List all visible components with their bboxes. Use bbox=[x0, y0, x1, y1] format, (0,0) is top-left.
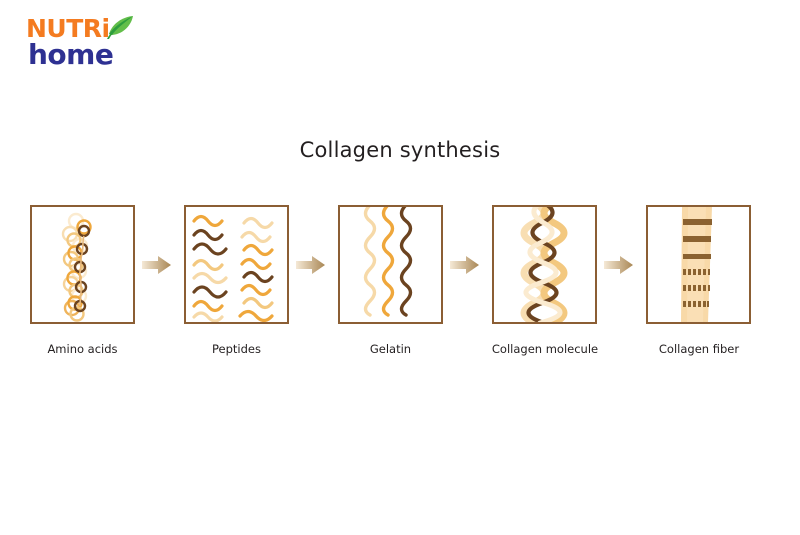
amino-acids-illustration bbox=[61, 212, 92, 322]
page-title: Collagen synthesis bbox=[299, 138, 501, 162]
arrow-2-icon bbox=[296, 255, 326, 275]
leaf-icon bbox=[106, 14, 136, 40]
panel-peptides bbox=[184, 205, 289, 324]
stage-label-collagen-fiber: Collagen fiber bbox=[658, 342, 740, 356]
panel-collagen-molecule bbox=[492, 205, 597, 324]
stage-amino-acids: Amino acids bbox=[30, 205, 135, 356]
collagen-synthesis-diagram: Amino acids bbox=[30, 205, 770, 365]
stage-label-amino-acids: Amino acids bbox=[47, 342, 118, 356]
arrow-4-icon bbox=[604, 255, 634, 275]
stage-label-gelatin: Gelatin bbox=[369, 342, 412, 356]
panel-amino-acids bbox=[30, 205, 135, 324]
collagen-fiber-illustration bbox=[681, 207, 712, 322]
peptides-illustration bbox=[192, 214, 274, 322]
gelatin-illustration bbox=[363, 207, 413, 317]
stage-gelatin: Gelatin bbox=[338, 205, 443, 356]
logo-text-home: home bbox=[28, 38, 114, 71]
stage-collagen-molecule: Collagen molecule bbox=[492, 205, 598, 356]
stage-peptides: Peptides bbox=[184, 205, 289, 356]
stage-label-peptides: Peptides bbox=[212, 342, 261, 356]
logo-text-nutri: NUTRi bbox=[26, 14, 110, 43]
panel-collagen-fiber bbox=[646, 205, 751, 324]
collagen-molecule-illustration bbox=[520, 207, 568, 322]
stage-label-collagen-molecule: Collagen molecule bbox=[491, 342, 599, 356]
brand-logo: NUTRi home bbox=[26, 16, 156, 74]
arrow-1-icon bbox=[142, 255, 172, 275]
panel-gelatin bbox=[338, 205, 443, 324]
arrow-3-icon bbox=[450, 255, 480, 275]
stage-collagen-fiber: Collagen fiber bbox=[646, 205, 751, 356]
